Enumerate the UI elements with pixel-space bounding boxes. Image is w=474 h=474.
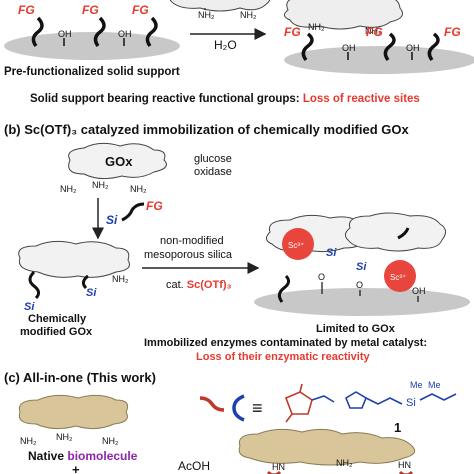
support-caption: Pre-functionalized solid support <box>4 66 180 78</box>
oh-label-3: OH <box>342 43 356 53</box>
nh2-label-c4: NH₂ <box>336 458 353 468</box>
panel-b-heading: (b) Sc(OTf)₃ catalyzed immobilization of… <box>4 122 410 137</box>
nhs-ester-structure <box>284 383 313 423</box>
native-prefix: Native <box>28 449 67 463</box>
si-tether-b1 <box>28 270 41 300</box>
contamination-line: Immobilized enzymes contaminated by meta… <box>144 337 427 349</box>
right-enzyme-cloud <box>284 0 403 30</box>
nh2-label-c1: NH₂ <box>20 436 37 446</box>
product-red-half-icon-2 <box>398 470 414 474</box>
summary-line-a: Solid support bearing reactive functiona… <box>30 93 420 105</box>
limited-label: Limited to GOx <box>316 323 396 335</box>
si-label-b2: Si <box>86 287 97 299</box>
nh2-label-c3: NH₂ <box>102 436 119 446</box>
si-label-b4: Si <box>356 261 367 273</box>
gox-label: GOx <box>105 154 133 169</box>
si-label-b1: Si <box>24 301 35 313</box>
summary-highlight: Loss of reactive sites <box>303 93 420 105</box>
oh-label-b1: OH <box>412 286 426 296</box>
nh2-label-a2: NH₂ <box>240 10 257 20</box>
o-label-b2: O <box>356 280 363 290</box>
me-label-2: Me <box>428 380 441 390</box>
enzyme-top-cloud <box>169 0 271 12</box>
fg-tether-3 <box>145 16 158 48</box>
oh-label-1: OH <box>58 29 72 39</box>
plus-sign: + <box>72 462 80 474</box>
fg-label-3: FG <box>132 3 149 17</box>
sc-ball-2 <box>384 260 416 292</box>
left-solid-support <box>4 32 180 60</box>
silica-line-1: non-modified <box>160 235 224 247</box>
me-label-1: Me <box>410 380 423 390</box>
modified-gox-cloud <box>18 240 130 278</box>
fg-tether-4 <box>301 32 314 62</box>
sc-label-2: Sc³⁺ <box>390 273 406 282</box>
reagent-red-half-icon <box>199 396 225 412</box>
modified-line-1: Chemically <box>28 313 87 325</box>
panel-c-heading: (c) All-in-one (This work) <box>4 370 156 385</box>
glucose-line-2: oxidase <box>194 166 232 178</box>
nh2-label-a4: NH₂ <box>365 26 382 36</box>
panel-b: (b) Sc(OTf)₃ catalyzed immobilization of… <box>4 122 470 363</box>
equiv-symbol: ≡ <box>252 398 263 418</box>
si-reagent-label: Si <box>106 213 118 227</box>
o-label-b1: O <box>318 272 325 282</box>
modified-line-2: modified GOx <box>20 326 93 338</box>
nh2-label-b1: NH₂ <box>60 184 77 194</box>
nh2-label-b2: NH₂ <box>92 180 109 190</box>
loss-line: Loss of their enzymatic reactivity <box>196 351 370 363</box>
fg-tether-1 <box>31 16 44 48</box>
fg-tether-2 <box>93 16 106 48</box>
fg-tether-5 <box>383 32 396 62</box>
sc-ball-1 <box>282 228 314 260</box>
panel-c: (c) All-in-one (This work) ≡ Me Me Si 1 … <box>4 370 457 474</box>
summary-prefix: Solid support bearing reactive functiona… <box>30 93 303 105</box>
fg-label-4: FG <box>284 25 301 39</box>
sc-label-1: Sc³⁺ <box>288 241 304 250</box>
si-label-c: Si <box>406 397 416 409</box>
fg-label-b: FG <box>146 199 163 213</box>
si-label-b3: Si <box>326 247 337 259</box>
catalyst-line: cat. Sc(OTf)₃ <box>166 279 232 291</box>
glucose-line-1: glucose <box>194 153 232 165</box>
water-label: H₂O <box>214 38 237 52</box>
nh2-label-b3: NH₂ <box>130 184 147 194</box>
gox-cloud <box>68 142 167 180</box>
si-tether-b2 <box>81 274 89 290</box>
fg-tether-6 <box>427 32 440 62</box>
native-biomolecule-cloud <box>18 394 129 430</box>
free-tether-b <box>277 274 291 303</box>
product-red-half-icon-1 <box>266 470 282 474</box>
silica-line-2: mesoporous silica <box>144 249 233 261</box>
nh2-label-a3: NH₂ <box>308 22 325 32</box>
hn-label-2: HN <box>398 460 411 470</box>
reagent-blue-half-icon <box>232 394 245 422</box>
immobilized-gox-cloud-2 <box>344 212 446 252</box>
fg-label-2: FG <box>82 3 99 17</box>
right-solid-support <box>284 46 474 74</box>
si-fg-tether <box>121 202 145 222</box>
oh-label-4: OH <box>406 43 420 53</box>
silica-support-b <box>254 288 470 316</box>
free-tether-b2 <box>397 227 410 240</box>
catalyst-highlight: Sc(OTf)₃ <box>187 279 232 291</box>
nh2-label-b4: NH₂ <box>112 274 129 284</box>
oh-label-2: OH <box>118 29 132 39</box>
hn-label-1: HN <box>272 462 285 472</box>
nh2-label-a1: NH₂ <box>198 10 215 20</box>
linker-structure <box>311 391 457 409</box>
native-highlight: biomolecule <box>67 449 137 463</box>
panel-a: FG FG FG OH OH Pre-functionalized solid … <box>4 0 474 105</box>
fg-label-1: FG <box>18 3 35 17</box>
fg-label-5: FG <box>366 25 383 39</box>
nh2-label-c2: NH₂ <box>56 432 73 442</box>
native-line: Native biomolecule <box>28 449 138 463</box>
catalyst-prefix: cat. <box>166 279 187 291</box>
reagent-number: 1 <box>394 420 401 435</box>
product-biomolecule-cloud <box>238 428 416 466</box>
acoh-label: AcOH <box>178 459 210 473</box>
fg-label-6: FG <box>444 25 461 39</box>
